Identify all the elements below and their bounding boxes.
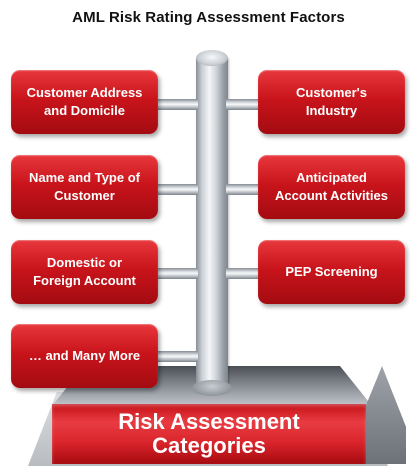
factor-label-line2: Customer xyxy=(54,188,115,203)
platform-right-face xyxy=(366,366,406,464)
factor-box-industry: Customer's Industry xyxy=(258,70,405,134)
factor-box-many-more: … and Many More xyxy=(11,324,158,388)
pole-top-cap xyxy=(196,50,228,66)
central-pole xyxy=(196,58,228,390)
factor-label-line2: Foreign Account xyxy=(33,273,136,288)
factor-label-line1: Domestic or xyxy=(46,255,123,270)
factor-label-line1: Customer's xyxy=(296,85,367,100)
connector-right-2 xyxy=(226,184,260,195)
factor-box-name-type: Name and Type of Customer xyxy=(11,155,158,219)
factor-label-line1: Name and Type of xyxy=(28,170,140,185)
connector-left-1 xyxy=(158,99,198,110)
factor-box-customer-address: Customer Address and Domicile xyxy=(11,70,158,134)
connector-right-1 xyxy=(226,99,260,110)
factor-label-line2: Account Activities xyxy=(275,188,388,203)
base-label-line2: Categories xyxy=(152,433,266,458)
factor-label-line1: Customer Address xyxy=(26,85,143,100)
pole-base xyxy=(192,380,232,396)
diagram-title: AML Risk Rating Assessment Factors xyxy=(72,9,345,26)
connector-left-2 xyxy=(158,184,198,195)
factor-label-line1: … and Many More xyxy=(28,348,141,363)
base-label-line1: Risk Assessment xyxy=(118,409,300,434)
factor-box-account-activities: Anticipated Account Activities xyxy=(258,155,405,219)
connector-left-4 xyxy=(158,351,198,362)
factor-box-domestic-foreign: Domestic or Foreign Account xyxy=(11,240,158,304)
factor-box-pep-screening: PEP Screening xyxy=(258,240,405,304)
connector-left-3 xyxy=(158,268,198,279)
connector-right-3 xyxy=(226,268,260,279)
factor-label-line2: and Domicile xyxy=(44,103,125,118)
factor-label-line1: Anticipated xyxy=(296,170,367,185)
factor-label-line2: Industry xyxy=(305,103,358,118)
factor-label-line1: PEP Screening xyxy=(285,264,378,279)
risk-assessment-categories-base: Risk Assessment Categories xyxy=(52,404,366,464)
